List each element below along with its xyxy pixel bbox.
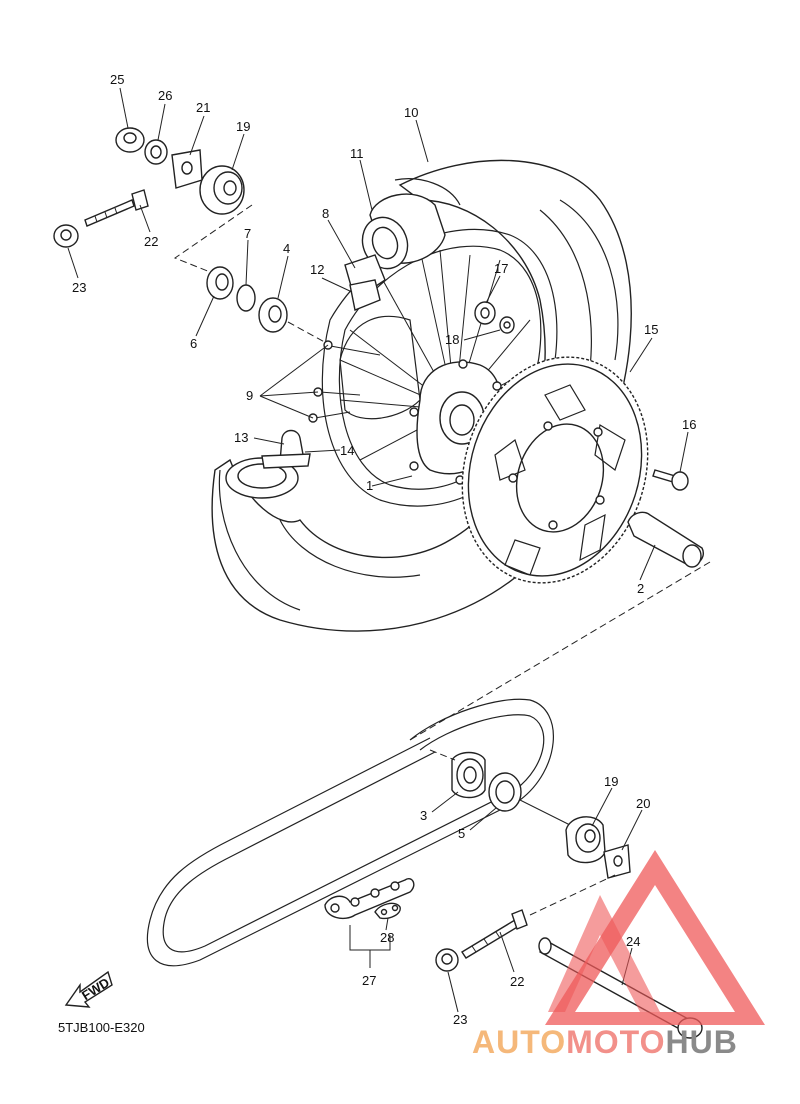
watermark-triangle-icon [545, 850, 765, 1025]
callout-26: 26 [158, 88, 172, 103]
callout-15: 15 [644, 322, 658, 337]
nut-25 [115, 127, 145, 153]
callout-17: 17 [494, 261, 508, 276]
collar-19-lower [565, 816, 606, 864]
callout-10: 10 [404, 105, 418, 120]
callout-12: 12 [310, 262, 324, 277]
bracket-13 [261, 429, 311, 469]
watermark-text-2: MOTO [566, 1024, 665, 1060]
watermark-logo: AUTOMOTOHUB [472, 850, 765, 1060]
callout-22-upper: 22 [144, 234, 158, 249]
callout-19-upper: 19 [236, 119, 250, 134]
callout-22-lower: 22 [510, 974, 524, 989]
callout-4: 4 [283, 241, 290, 256]
svg-text:AUTOMOTOHUB: AUTOMOTOHUB [472, 1024, 738, 1060]
master-link-28 [374, 902, 401, 920]
callout-13: 13 [234, 430, 248, 445]
nut-23-upper [53, 224, 79, 248]
callout-labels: 1 2 3 4 5 6 7 8 9 10 11 12 13 14 15 16 1… [72, 72, 696, 1027]
callout-16: 16 [682, 417, 696, 432]
washer-18 [499, 316, 515, 334]
callout-6: 6 [190, 336, 197, 351]
callout-18: 18 [445, 332, 459, 347]
bearing-4 [258, 297, 288, 333]
diagram-code: 5TJB100-E320 [58, 1020, 145, 1035]
callout-21: 21 [196, 100, 210, 115]
sprocket [461, 356, 649, 584]
callout-24: 24 [626, 934, 640, 949]
assembly-line-axle [529, 874, 616, 916]
bearing-3 [451, 751, 486, 799]
callout-7: 7 [244, 226, 251, 241]
callout-28: 28 [380, 930, 394, 945]
fwd-arrow-icon: FWD [64, 970, 113, 1008]
collar-19-upper [199, 165, 245, 215]
assembly-line-hub [287, 321, 331, 346]
adjuster-block-21 [171, 149, 203, 189]
callout-19-lower: 19 [604, 774, 618, 789]
bearing-6 [206, 266, 234, 300]
leader-lines [67, 87, 689, 1013]
assembly-line-upper [173, 204, 253, 273]
callout-11: 11 [350, 146, 364, 161]
callout-2: 2 [637, 581, 644, 596]
callout-8: 8 [322, 206, 329, 221]
callout-25: 25 [110, 72, 124, 87]
callout-23-upper: 23 [72, 280, 86, 295]
washer-26 [144, 139, 168, 165]
circlip-7 [236, 284, 256, 312]
adjuster-block-20 [603, 844, 631, 879]
callout-20: 20 [636, 796, 650, 811]
bolt-22-upper [84, 189, 149, 227]
assembly-line-lower [429, 749, 456, 761]
callout-27: 27 [362, 973, 376, 988]
watermark-text-3: HUB [665, 1024, 737, 1060]
nut-17 [474, 301, 496, 325]
callout-9: 9 [246, 388, 253, 403]
tube-and-band [344, 178, 461, 311]
bolt-22-lower [461, 909, 528, 959]
callout-23-lower: 23 [453, 1012, 467, 1027]
watermark-triangle-inner-icon [548, 895, 660, 1012]
watermark-text-1: AUTO [472, 1024, 566, 1060]
oil-seal-5 [488, 772, 522, 812]
bolt-16 [652, 469, 689, 491]
spacer-2 [627, 511, 704, 568]
callout-1: 1 [366, 478, 373, 493]
axis-line-lower [519, 799, 571, 826]
callout-5: 5 [458, 826, 465, 841]
nut-23-lower [435, 948, 459, 972]
callout-3: 3 [420, 808, 427, 823]
chain-links-27 [324, 878, 415, 920]
callout-14: 14 [340, 443, 354, 458]
